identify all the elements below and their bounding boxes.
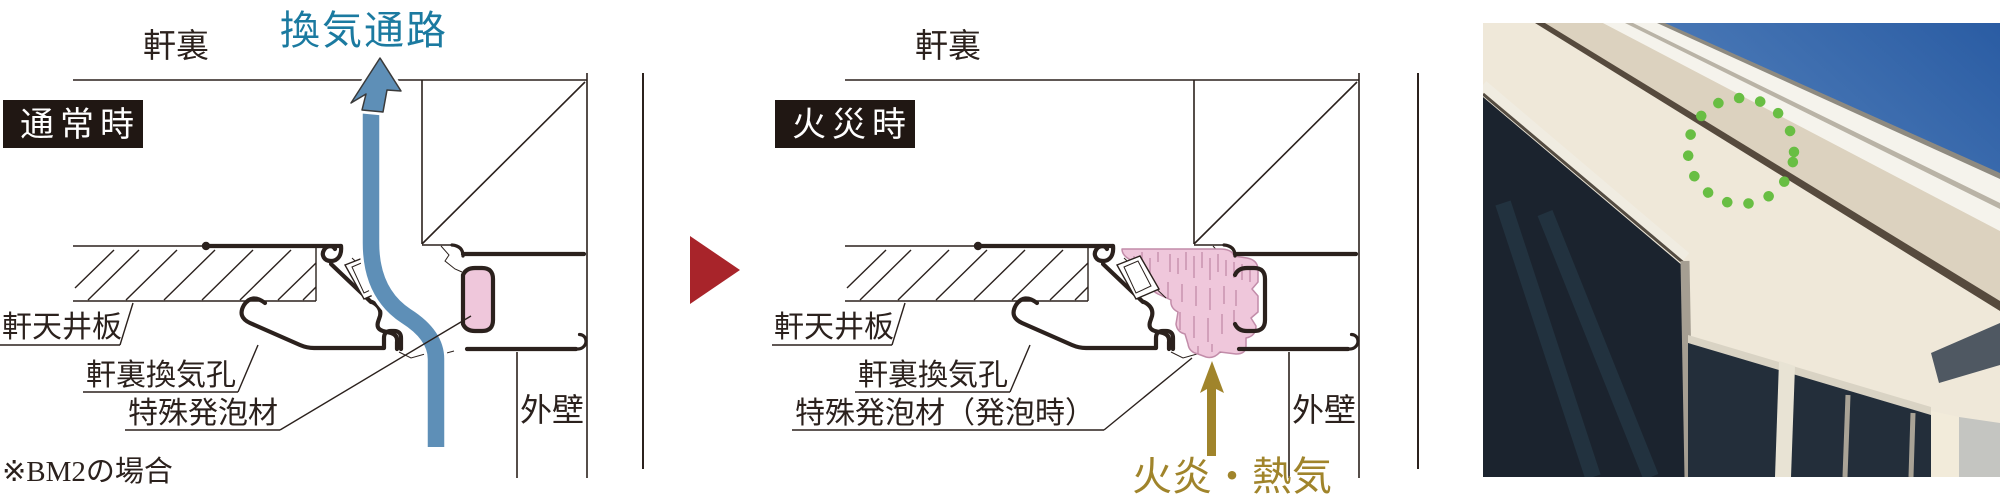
- eave-photo: [1483, 23, 2000, 477]
- transition-arrow-icon: [690, 236, 740, 304]
- flame-arrow-icon: [1200, 361, 1224, 456]
- fascia-groove: [1625, 23, 2000, 209]
- diagram-normal-state: 軒裏 換気通路 通常時 軒天井板 軒裏換気孔 特殊発泡材 外壁 ※BM2の場合: [0, 8, 660, 488]
- foam-normal: [460, 265, 496, 334]
- label-leaders: [0, 302, 472, 431]
- left-window: [1483, 81, 1694, 477]
- footnote-bm2: ※BM2の場合: [2, 455, 173, 488]
- roof-edge: [1657, 23, 2000, 179]
- vent-path-label: 換気通路: [280, 8, 448, 53]
- panel-divider-left: [642, 73, 644, 469]
- soffit-board-label: 軒天井板: [2, 311, 122, 344]
- vent-hole-label: 軒裏換気孔: [86, 359, 236, 392]
- flame-label: 火炎・熱気: [1132, 454, 1332, 499]
- fascia-board: [1603, 23, 2000, 231]
- center-windows: [1688, 335, 1931, 477]
- foam-label: 特殊発泡材: [128, 397, 278, 430]
- roof-label: 軒裏: [915, 28, 981, 65]
- foam-retainer-outline: [1232, 265, 1268, 334]
- outer-wall-label: 外壁: [520, 392, 584, 428]
- state-badge-label: 火災時: [792, 107, 912, 144]
- neighbor-building: [1931, 323, 2000, 477]
- state-badge: [3, 100, 143, 148]
- outer-wall-label: 外壁: [1292, 392, 1356, 428]
- panel-divider-right: [1417, 73, 1419, 469]
- label-leaders: [772, 302, 1193, 431]
- foam-expanded-label: 特殊発泡材（発泡時）: [795, 397, 1095, 430]
- roof-label: 軒裏: [143, 28, 209, 65]
- highlight-circle-icon: [1682, 92, 1800, 210]
- vent-slit-shadow: [1535, 23, 2000, 311]
- state-badge: [775, 100, 915, 148]
- airflow-arrow: [348, 51, 448, 447]
- diagram-fire-state: 軒裏 火災時 軒天井板 軒裏換気孔 特殊発泡材（発泡時） 外壁 火炎・熱気: [772, 28, 1432, 499]
- soffit-board-label: 軒天井板: [774, 311, 894, 344]
- vent-hole-label: 軒裏換気孔: [858, 359, 1008, 392]
- state-badge-label: 通常時: [20, 107, 140, 144]
